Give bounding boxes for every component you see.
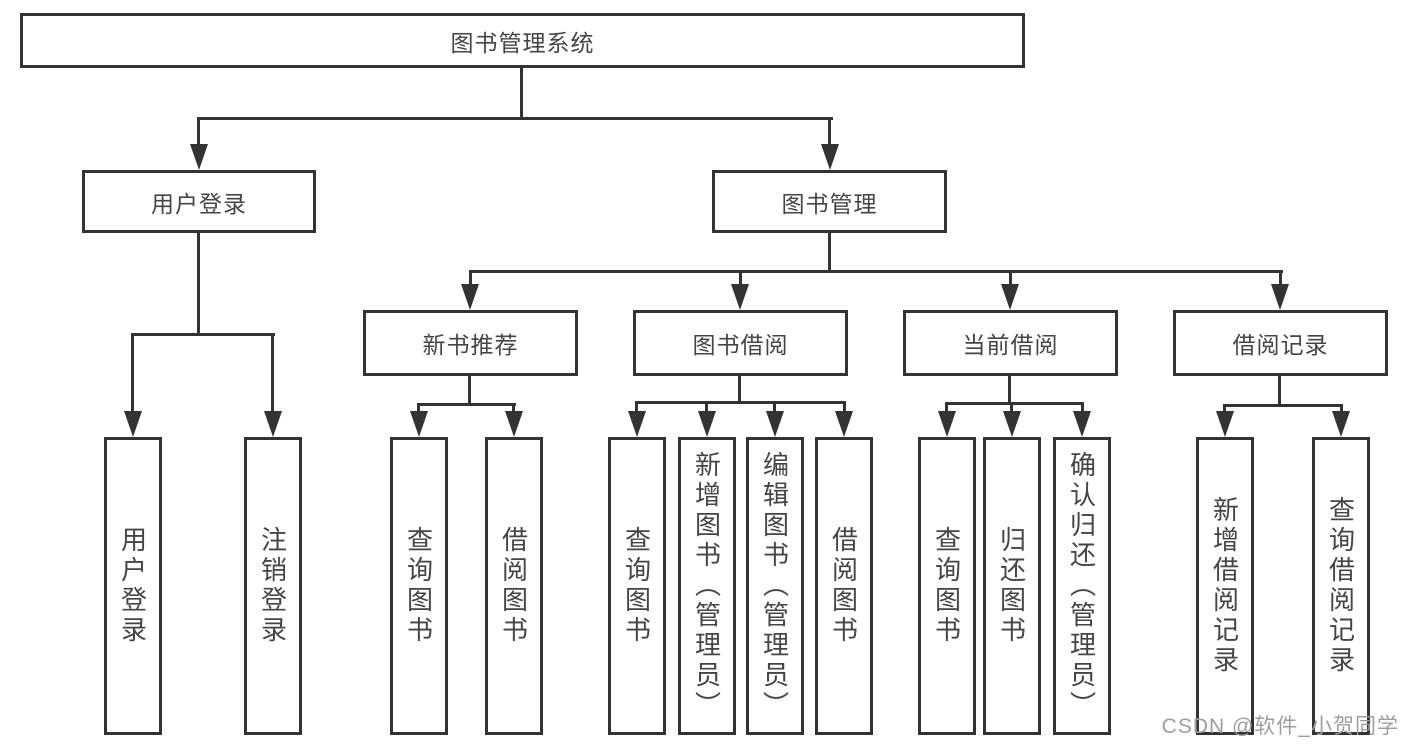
node-new-book-recommend: 新书推荐 (363, 310, 578, 376)
arrowhead-to-leaf-confirm-return (1073, 411, 1091, 437)
connector-l2-drop-right (828, 117, 831, 147)
leaf-user-login: 用户登录 (104, 437, 162, 735)
connector-borrowing-drop1 (635, 401, 638, 417)
node-book-borrowing: 图书借阅 (633, 310, 848, 376)
node-book-borrowing-label: 图书借阅 (692, 332, 789, 358)
leaf-query-books-borrowing-label: 查询图书 (621, 526, 652, 646)
leaf-user-login-label: 用户登录 (117, 526, 148, 646)
leaf-query-books-recommend: 查询图书 (390, 437, 448, 735)
connector-current-drop1 (945, 402, 948, 417)
leaf-return-books: 归还图书 (983, 437, 1041, 735)
node-current-borrowing-label: 当前借阅 (962, 332, 1059, 358)
leaf-query-borrow-record-label: 查询借阅记录 (1325, 496, 1356, 676)
connector-borrowing-drop4 (843, 401, 846, 417)
connector-userlogin-drop2 (271, 333, 274, 415)
arrowhead-to-leaf-logout (264, 411, 282, 437)
leaf-add-books-admin-label: 新增图书（管理员） (691, 451, 722, 721)
leaf-add-books-admin: 新增图书（管理员） (678, 437, 736, 735)
arrowhead-to-leaf-add-borrow-record (1216, 411, 1234, 437)
csdn-watermark: CSDN @软件_小贺同学 (1161, 715, 1399, 738)
connector-root-stem (520, 67, 523, 119)
connector-l3-drop3 (1009, 270, 1012, 288)
leaf-query-books-current: 查询图书 (918, 437, 976, 735)
connector-l3-drop4 (1279, 270, 1282, 288)
arrowhead-to-user-login-branch (190, 144, 208, 170)
connector-borrowing-hline (635, 401, 846, 404)
connector-current-hline (945, 402, 1084, 405)
connector-l3-hline (469, 270, 1283, 273)
arrowhead-to-leaf-edit-books (766, 411, 784, 437)
arrowhead-to-leaf-query-books-recommend (410, 411, 428, 437)
connector-current-drop2 (1010, 402, 1013, 417)
node-new-book-recommend-label: 新书推荐 (422, 332, 519, 358)
leaf-confirm-return-admin-label: 确认归还（管理员） (1066, 451, 1097, 721)
arrowhead-to-leaf-return-books (1003, 411, 1021, 437)
arrowhead-to-leaf-query-books-borrowing (628, 411, 646, 437)
leaf-query-books-current-label: 查询图书 (931, 526, 962, 646)
connector-l2-drop-left (197, 117, 200, 147)
connector-l2-hline (197, 117, 833, 120)
connector-records-stem (1278, 376, 1281, 407)
connector-recommend-drop1 (417, 403, 420, 418)
connector-borrowing-stem (738, 376, 741, 403)
leaf-confirm-return-admin: 确认归还（管理员） (1053, 437, 1111, 735)
leaf-borrow-books-borrowing-label: 借阅图书 (828, 526, 859, 646)
arrowhead-to-leaf-query-borrow-record (1332, 411, 1350, 437)
connector-recommend-stem (468, 376, 471, 406)
node-user-login-branch: 用户登录 (82, 170, 316, 233)
node-book-management-branch-label: 图书管理 (781, 190, 878, 217)
connector-borrowing-drop3 (773, 401, 776, 417)
connector-userlogin-stem (197, 233, 200, 335)
node-user-login-branch-label: 用户登录 (151, 190, 247, 217)
node-book-management-branch: 图书管理 (712, 170, 947, 233)
connector-bookmgmt-stem (828, 233, 831, 273)
connector-recommend-drop2 (512, 403, 515, 418)
arrowhead-to-leaf-borrow-books-recommend (505, 411, 523, 437)
leaf-edit-books-admin-label: 编辑图书（管理员） (759, 451, 790, 721)
node-borrowing-records: 借阅记录 (1173, 310, 1388, 376)
arrowhead-to-leaf-borrow-books-borrowing (835, 411, 853, 437)
connector-current-drop3 (1081, 402, 1084, 417)
arrowhead-to-leaf-add-books (698, 411, 716, 437)
node-borrowing-records-label: 借阅记录 (1232, 332, 1329, 358)
arrowhead-to-book-management (821, 144, 839, 170)
connector-l3-drop2 (739, 270, 742, 288)
arrowhead-to-leaf-query-books-current (938, 411, 956, 437)
leaf-logout-label: 注销登录 (257, 526, 288, 646)
leaf-add-borrow-record-label: 新增借阅记录 (1209, 496, 1240, 676)
connector-userlogin-drop1 (131, 333, 134, 415)
leaf-query-books-recommend-label: 查询图书 (403, 526, 434, 646)
connector-userlogin-hline (131, 333, 275, 336)
arrowhead-to-borrowing-records (1271, 284, 1289, 310)
connector-records-hline (1223, 404, 1343, 407)
arrowhead-to-new-book-recommend (461, 284, 479, 310)
leaf-borrow-books-recommend: 借阅图书 (485, 437, 543, 735)
leaf-logout: 注销登录 (244, 437, 302, 735)
leaf-borrow-books-recommend-label: 借阅图书 (498, 526, 529, 646)
node-root: 图书管理系统 (20, 13, 1025, 68)
leaf-return-books-label: 归还图书 (996, 526, 1027, 646)
connector-recommend-hline (417, 403, 516, 406)
arrowhead-to-book-borrowing (731, 284, 749, 310)
leaf-edit-books-admin: 编辑图书（管理员） (746, 437, 804, 735)
leaf-query-books-borrowing: 查询图书 (608, 437, 666, 735)
leaf-add-borrow-record: 新增借阅记录 (1196, 437, 1254, 735)
arrowhead-to-leaf-user-login (124, 411, 142, 437)
leaf-borrow-books-borrowing: 借阅图书 (815, 437, 873, 735)
leaf-query-borrow-record: 查询借阅记录 (1312, 437, 1370, 735)
connector-l3-drop1 (469, 270, 472, 288)
connector-borrowing-drop2 (705, 401, 708, 417)
connector-current-stem (1008, 376, 1011, 405)
node-current-borrowing: 当前借阅 (903, 310, 1118, 376)
arrowhead-to-current-borrowing (1001, 284, 1019, 310)
node-root-label: 图书管理系统 (450, 29, 595, 56)
